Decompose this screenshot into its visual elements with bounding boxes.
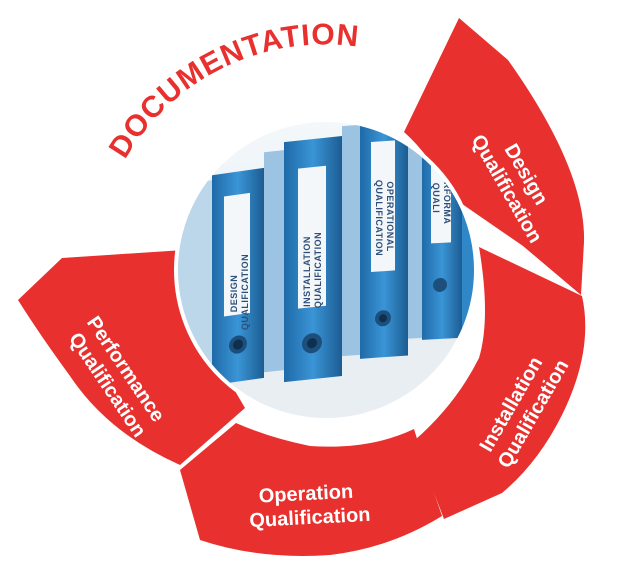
installation-qualification-segment <box>415 247 586 519</box>
photo-border <box>174 118 478 422</box>
design-binder-label: DESIGN QUALIFICATION <box>229 254 250 330</box>
operation-label-line1: Operation <box>258 481 353 508</box>
operation-qualification-segment <box>180 423 442 556</box>
installation-binder <box>264 136 342 383</box>
performance-binder-label: PERFORMA QUALI <box>431 169 452 227</box>
operational-binder <box>342 120 408 359</box>
operational-binder-label: OPERATIONAL QUALIFICATION <box>374 180 395 256</box>
design-qualification-segment <box>404 18 585 295</box>
installation-binder-label: INSTALLATION QUALIFICATION <box>302 232 323 308</box>
